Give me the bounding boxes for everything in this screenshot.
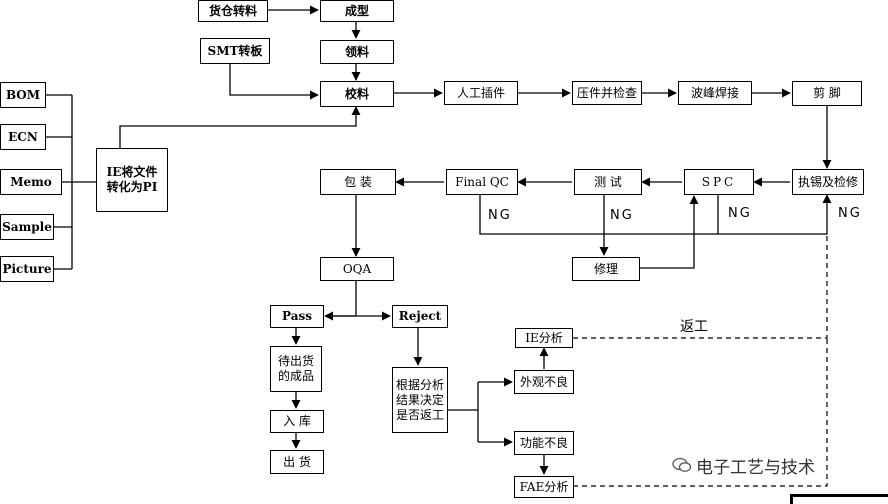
wechat-icon bbox=[672, 457, 692, 472]
box-chuhuo: 出 货 bbox=[270, 450, 324, 474]
watermark-text: 电子工艺与技术 bbox=[696, 457, 815, 478]
box-sample: Sample bbox=[0, 214, 54, 240]
box-jianjiao: 剪 脚 bbox=[792, 81, 862, 106]
box-lingliao: 领料 bbox=[320, 40, 394, 64]
box-chengxing: 成型 bbox=[320, 0, 394, 22]
box-yazuo: 压件并检查 bbox=[572, 81, 642, 105]
box-fae: FAE分析 bbox=[514, 476, 574, 498]
box-gongneng: 功能不良 bbox=[514, 431, 574, 455]
box-bom: BOM bbox=[0, 82, 46, 108]
box-memo: Memo bbox=[0, 169, 62, 195]
box-ie-analysis: IE分析 bbox=[515, 328, 573, 348]
box-ruku: 入 库 bbox=[270, 410, 324, 433]
box-spc: SPC bbox=[684, 169, 754, 195]
corner-frame bbox=[790, 494, 888, 504]
box-genju: 根据分析结果决定是否返工 bbox=[392, 367, 448, 433]
box-bofeng: 波峰焊接 bbox=[678, 81, 752, 105]
box-zhixi: 执锡及检修 bbox=[792, 169, 864, 195]
box-jiaoliao: 校料 bbox=[320, 81, 394, 107]
box-huocang: 货仓转料 bbox=[198, 0, 268, 22]
watermark: 电子工艺与技术 bbox=[672, 452, 872, 478]
box-waiguan: 外观不良 bbox=[514, 370, 574, 394]
box-xiuli: 修理 bbox=[572, 257, 640, 281]
box-oqa: OQA bbox=[320, 257, 394, 281]
box-reject: Reject bbox=[392, 305, 448, 328]
box-ie-doc: IE将文件转化为PI bbox=[96, 148, 168, 212]
box-smt: SMT转板 bbox=[200, 38, 270, 64]
box-ceshi: 测 试 bbox=[574, 169, 642, 195]
box-finalqc: Final QC bbox=[446, 169, 518, 195]
label-ng-spc: NG bbox=[728, 206, 752, 221]
box-rengong: 人工插件 bbox=[444, 81, 518, 105]
box-pass: Pass bbox=[270, 305, 324, 328]
box-baozhuang: 包 装 bbox=[320, 169, 396, 195]
box-picture: Picture bbox=[0, 256, 54, 282]
label-rework: 返工 bbox=[680, 319, 708, 335]
label-ng-touchup: NG bbox=[838, 206, 862, 221]
label-ng-finalqc: NG bbox=[488, 208, 512, 223]
label-ng-test: NG bbox=[610, 208, 634, 223]
box-ecn: ECN bbox=[0, 124, 46, 150]
box-daichu: 待出货的成品 bbox=[270, 346, 322, 392]
